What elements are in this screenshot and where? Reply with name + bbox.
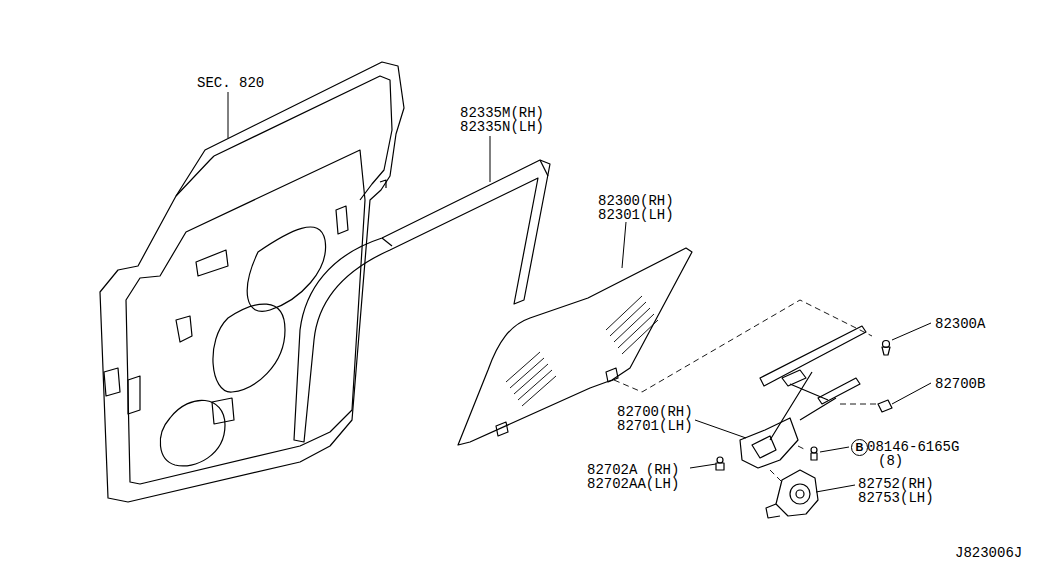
part-number: 82753(LH) — [858, 490, 934, 506]
part-number-box: 82300A — [935, 317, 985, 331]
part-number: 82300(RH) — [598, 193, 674, 209]
part-number: 82335N(LH) — [460, 119, 544, 135]
part-number-box: 82752(RH) — [858, 477, 934, 491]
bolt-symbol: B — [851, 439, 868, 456]
section-ref-box: SEC. 820 — [197, 76, 264, 90]
part-number: 82700B — [935, 376, 985, 392]
part-number-box: 82753(LH) — [858, 491, 934, 505]
part-number-box: 82300(RH) — [598, 194, 674, 208]
drawing-number-box: J823006J — [955, 546, 1022, 560]
part-number-box: 82701(LH) — [617, 419, 693, 433]
quantity: (8) — [878, 453, 903, 469]
part-number: 82752(RH) — [858, 476, 934, 492]
door-glass — [458, 248, 692, 445]
part-number-box: 82702AA(LH) — [587, 477, 679, 491]
leader-line — [228, 92, 931, 492]
sash-molding — [294, 160, 550, 442]
part-number-box: 82702A (RH) — [587, 463, 679, 477]
section-ref: SEC. 820 — [197, 75, 264, 91]
part-number: 82300A — [935, 316, 985, 332]
part-number: 82301(LH) — [598, 207, 674, 223]
quantity-box: (8) — [878, 454, 903, 468]
drawing-number: J823006J — [955, 545, 1022, 561]
symbol-letter: B — [856, 442, 864, 453]
part-number: 82702AA(LH) — [587, 476, 679, 492]
part-number: 82335M(RH) — [460, 105, 544, 121]
part-number-box: 82301(LH) — [598, 208, 674, 222]
part-number-box: 82700B — [935, 377, 985, 391]
bolt-number: 08146-6165G — [867, 439, 959, 455]
part-number-box: 82700(RH) — [617, 405, 693, 419]
part-number: 82701(LH) — [617, 418, 693, 434]
door-shell — [100, 62, 404, 502]
part-number-box: 82335M(RH) — [460, 106, 544, 120]
part-number-box: 82335N(LH) — [460, 120, 544, 134]
part-number: 82702A (RH) — [587, 462, 679, 478]
assembly-guide — [614, 300, 880, 484]
bolt-number-box: 08146-6165G — [867, 440, 959, 454]
part-number: 82700(RH) — [617, 404, 693, 420]
